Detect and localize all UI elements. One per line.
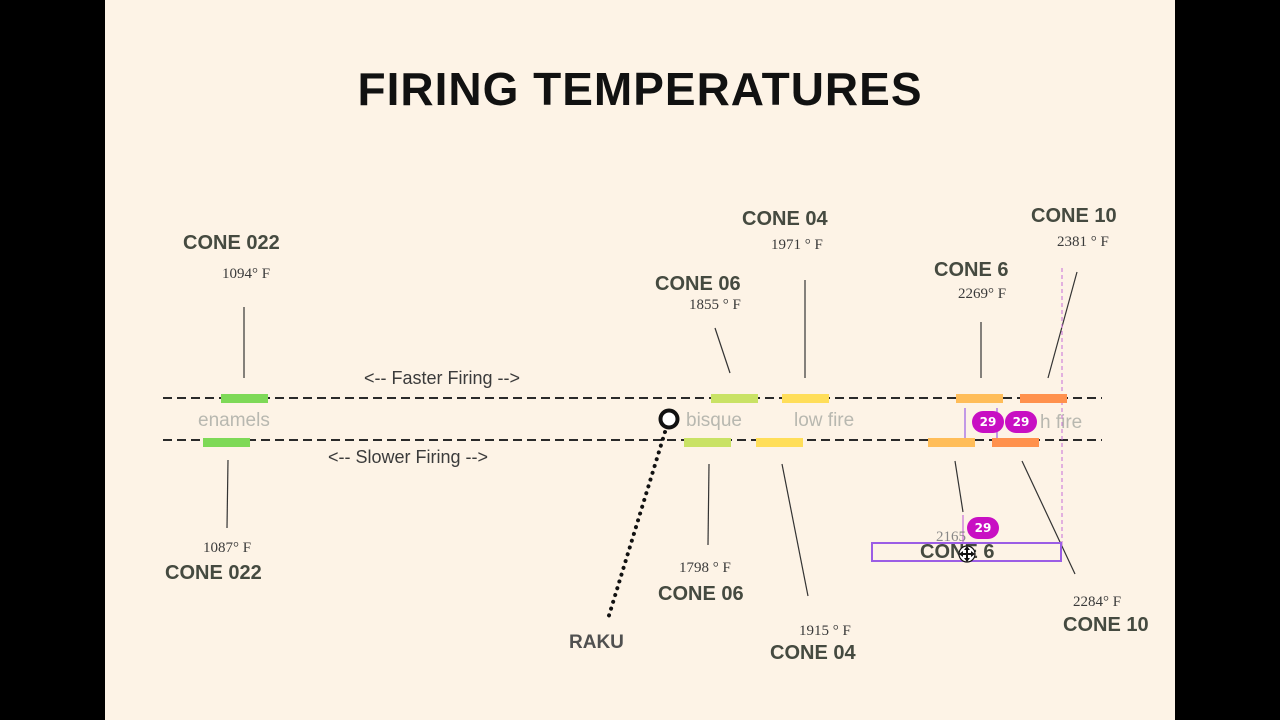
cone022-slower-temp[interactable]: 1087° F [203, 540, 252, 556]
slower-firing-label: <-- Slower Firing --> [328, 447, 489, 467]
cone04-faster-temp[interactable]: 1971 ° F [771, 237, 823, 253]
raku-label[interactable]: RAKU [569, 632, 624, 653]
leader-cone6-slower [954, 460, 964, 513]
bar-cone10-faster[interactable] [1020, 394, 1067, 403]
bar-cone022-slower[interactable] [203, 438, 250, 447]
cone10-slower-label[interactable]: CONE 10 [1063, 614, 1149, 636]
leader-cone04-slower [781, 463, 809, 597]
zone-high-fire: h fire [1040, 412, 1083, 433]
bar-cone04-slower[interactable] [756, 438, 803, 447]
circle-marker-icon [658, 408, 680, 430]
bar-cone06-slower[interactable] [684, 438, 731, 447]
cone06-slower-temp[interactable]: 1798 ° F [679, 560, 731, 576]
bar-cone10-slower[interactable] [992, 438, 1039, 447]
cone6-slower-label[interactable]: CONE 6 [920, 541, 995, 563]
cone6-faster-temp[interactable]: 2269° F [958, 286, 1007, 302]
leader-cone10-slower [1021, 460, 1076, 575]
move-cursor-icon [958, 545, 976, 563]
cone022-slower-label[interactable]: CONE 022 [165, 562, 262, 584]
bar-cone06-faster[interactable] [711, 394, 758, 403]
comment-badge-2[interactable]: 29 [1005, 411, 1037, 433]
leader-cone06-faster [714, 327, 731, 374]
zone-bisque: bisque [686, 410, 742, 431]
cone06-slower-label[interactable]: CONE 06 [658, 583, 744, 605]
cone06-faster-label[interactable]: CONE 06 [655, 273, 741, 295]
zone-low-fire: low fire [794, 410, 855, 431]
cone10-faster-temp[interactable]: 2381 ° F [1057, 234, 1109, 250]
bar-cone6-faster[interactable] [956, 394, 1003, 403]
cone04-slower-label[interactable]: CONE 04 [770, 642, 856, 664]
zone-enamels: enamels [198, 410, 270, 431]
bar-cone6-slower[interactable] [928, 438, 975, 447]
cone022-faster-temp[interactable]: 1094° F [222, 266, 271, 282]
raku-dotted-line [605, 430, 667, 624]
cone06-faster-temp[interactable]: 1855 ° F [689, 297, 741, 313]
cone6-slower-temp[interactable]: 2165 [936, 529, 966, 545]
comment-badge-1[interactable]: 29 [972, 411, 1004, 433]
cone10-faster-label[interactable]: CONE 10 [1031, 205, 1117, 227]
comment-badge-3[interactable]: 29 [967, 517, 999, 539]
cone04-faster-label[interactable]: CONE 04 [742, 208, 828, 230]
cone022-faster-label[interactable]: CONE 022 [183, 232, 280, 254]
cone10-slower-temp[interactable]: 2284° F [1073, 594, 1122, 610]
leader-cone06-slower [707, 463, 710, 546]
faster-firing-label: <-- Faster Firing --> [364, 368, 521, 388]
slide-title: FIRING TEMPERATURES [357, 63, 923, 115]
bar-cone04-faster[interactable] [782, 394, 829, 403]
leader-cone022-slower [226, 459, 229, 529]
cone6-faster-label[interactable]: CONE 6 [934, 259, 1009, 281]
slide-canvas[interactable] [105, 0, 1175, 720]
bar-cone022-faster[interactable] [221, 394, 268, 403]
cone04-slower-temp[interactable]: 1915 ° F [799, 623, 851, 639]
